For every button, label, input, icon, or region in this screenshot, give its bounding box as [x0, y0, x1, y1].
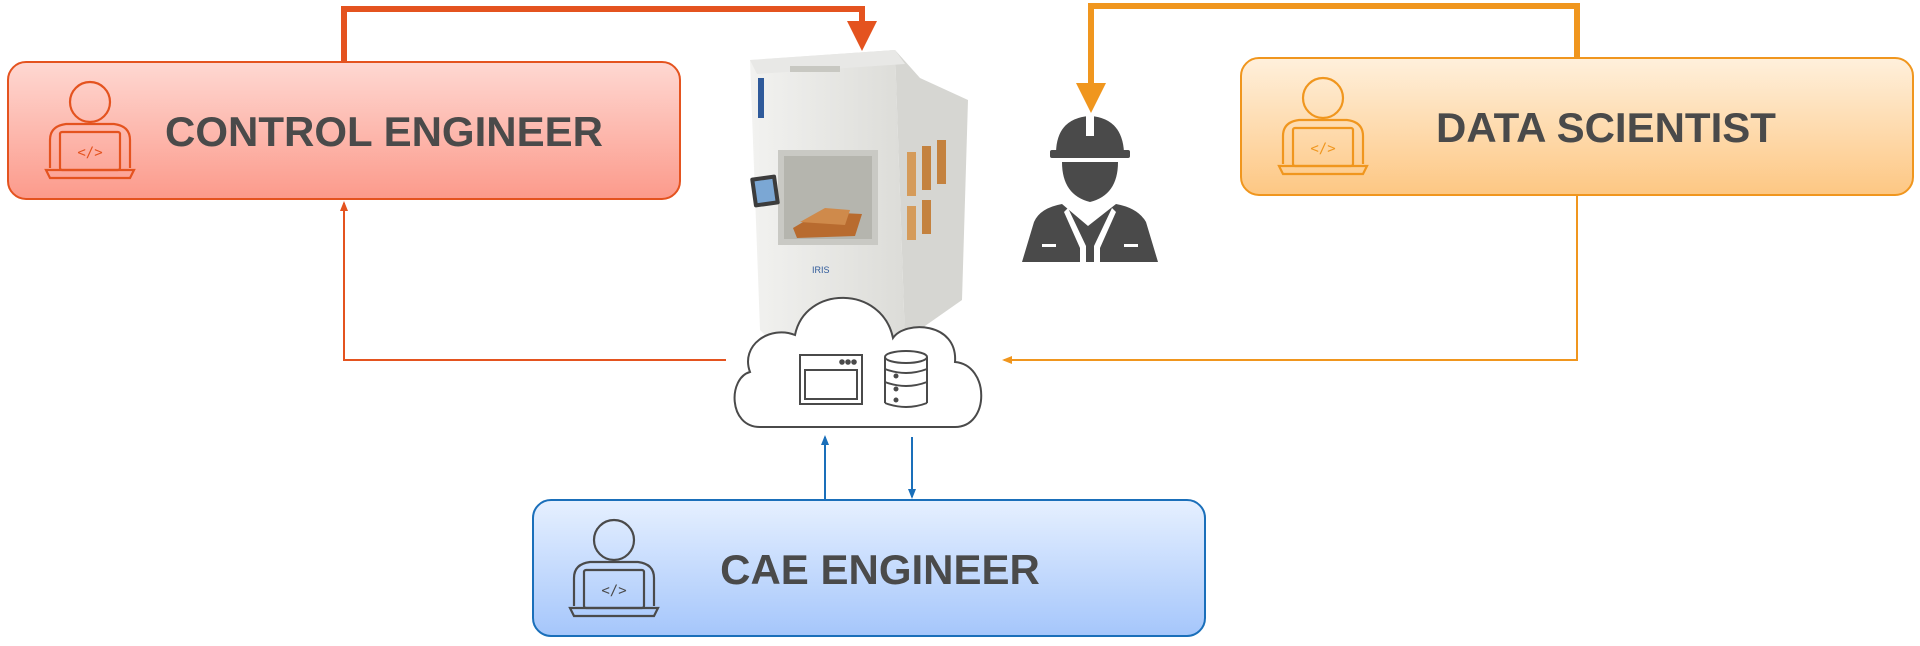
cae-engineer-label: CAE ENGINEER — [720, 546, 1040, 593]
svg-text:</>: </> — [1310, 141, 1335, 157]
database-icon — [884, 350, 928, 408]
developer-laptop-icon: </> — [568, 518, 660, 618]
data-scientist-label: DATA SCIENTIST — [1436, 104, 1776, 151]
data-to-operator-arrow — [1076, 3, 1580, 113]
cae-engineer-box: </> CAE ENGINEER — [532, 499, 1206, 637]
svg-text:</>: </> — [77, 145, 102, 161]
worker-hardhat-icon — [1022, 116, 1158, 262]
control-engineer-label: CONTROL ENGINEER — [165, 108, 603, 155]
cloud-icon — [733, 296, 983, 428]
industrial-machine: IRIS — [750, 50, 968, 345]
svg-text:</>: </> — [601, 583, 626, 599]
control-to-machine-arrow — [341, 6, 877, 62]
svg-text:IRIS: IRIS — [812, 265, 830, 275]
cloud-to-control-arrow — [340, 201, 726, 361]
browser-window-icon — [799, 354, 863, 405]
developer-laptop-icon: </> — [1277, 76, 1369, 176]
developer-laptop-icon: </> — [44, 80, 136, 180]
data-scientist-box: </> DATA SCIENTIST — [1240, 57, 1914, 196]
control-engineer-box: </> CONTROL ENGINEER — [7, 61, 681, 200]
data-to-cloud-arrow — [1002, 196, 1578, 364]
